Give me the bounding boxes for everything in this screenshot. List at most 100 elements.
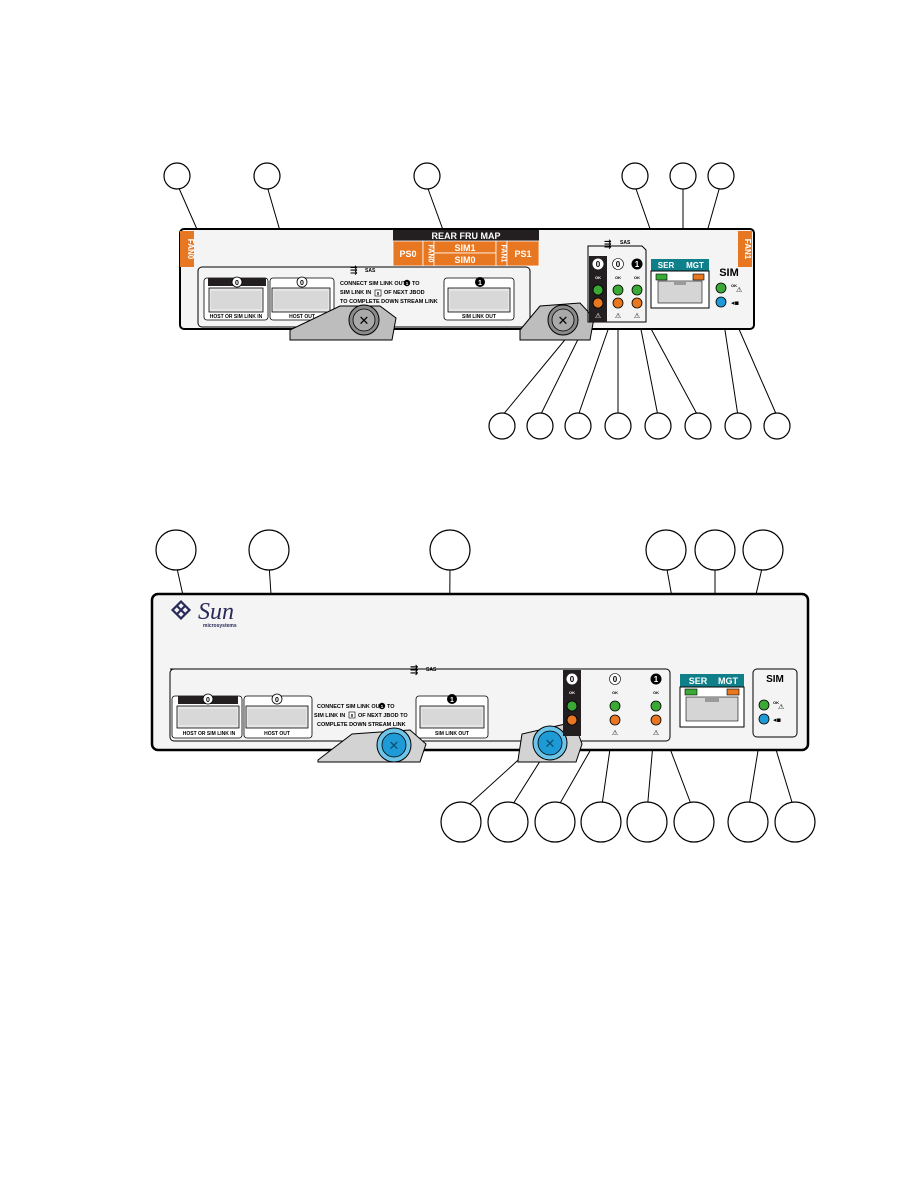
callout-top-6 — [707, 162, 735, 190]
svg-text:0: 0 — [351, 713, 354, 718]
bottom-led-col0-num: 0 — [570, 675, 575, 684]
top-led-col1-green — [612, 284, 624, 296]
top-port-host-out-num: 0 — [300, 280, 304, 287]
fru-sim0: SIM0 — [454, 255, 475, 265]
bottom-led-col1-num: 0 — [613, 675, 618, 684]
bottom-ser-mgt-port[interactable]: SER MGT — [679, 674, 745, 728]
top-led-col1-num: 0 — [616, 260, 621, 269]
bottom-left-lever[interactable]: ✕ — [317, 727, 427, 763]
callout-top-7 — [488, 412, 516, 440]
fru-ps1: PS1 — [514, 249, 531, 259]
thumbscrew-icon: ✕ — [558, 314, 569, 329]
bottom-port-host-in-label: HOST OR SIM LINK IN — [183, 731, 236, 737]
bottom-led-col0-num-bg — [566, 673, 578, 685]
top-port-host-in-num: 0 — [235, 280, 239, 287]
top-ser-led-green — [655, 273, 668, 281]
bottom-port-host-out[interactable]: 0 HOST OUT — [243, 693, 313, 739]
bottom-port-host-out-label: HOST OUT — [264, 731, 290, 737]
callout-bottom-14 — [774, 801, 816, 843]
top-led-col0-warning-icon: ⚠ — [595, 312, 602, 320]
top-connect-line1b: TO — [412, 281, 420, 287]
fru-sim1: SIM1 — [454, 243, 475, 253]
callout-bottom-4 — [645, 529, 687, 571]
fan0-tab — [180, 231, 194, 267]
bottom-led-col1-green — [609, 700, 621, 712]
top-connect-icon-1 — [403, 279, 411, 287]
callout-bottom-1 — [155, 529, 197, 571]
callout-bottom-5 — [694, 529, 736, 571]
thumbscrew-icon: ✕ — [545, 737, 556, 752]
top-port-sim-out[interactable]: 1 SIM LINK OUT — [443, 277, 515, 321]
top-port-host-out-label: HOST OUT — [289, 314, 315, 320]
bottom-port-host-out-num: 0 — [275, 697, 279, 704]
bottom-port-host-in-num: 0 — [206, 697, 210, 704]
bottom-sim-locate-icon: ◂▪ — [773, 716, 782, 724]
top-panel: FAN0 FAN1 REAR FRU MAP PS0 FAN0 SIM1 SIM… — [163, 162, 791, 440]
top-led-col2-green — [631, 284, 643, 296]
bottom-port-sim-out-label: SIM LINK OUT — [435, 731, 469, 737]
fan0-tab-label: FAN0 — [186, 239, 195, 260]
bottom-sim-ok: OK — [773, 700, 779, 705]
callout-bottom-6 — [742, 529, 784, 571]
bottom-sim-led-blue — [758, 713, 770, 725]
top-led-col2-warning-icon: ⚠ — [634, 312, 641, 320]
callout-top-5 — [669, 162, 697, 190]
callout-top-9 — [564, 412, 592, 440]
bottom-port-sim-out-num: 1 — [450, 697, 454, 704]
callout-bottom-13 — [727, 801, 769, 843]
bottom-connect-line3: COMPLETE DOWN STREAM LINK — [317, 722, 406, 728]
top-led-col0-num: 0 — [596, 260, 601, 269]
bottom-sim-label: SIM — [766, 674, 784, 685]
top-ser-mgt-port[interactable]: SER MGT — [650, 259, 710, 309]
rear-fru-map: REAR FRU MAP PS0 FAN0 SIM1 SIM0 FAN1 PS1 — [392, 230, 540, 267]
callout-bottom-10 — [580, 801, 622, 843]
callout-bottom-7 — [440, 801, 482, 843]
callout-bottom-9 — [534, 801, 576, 843]
top-connect-line3: TO COMPLETE DOWN STREAM LINK — [340, 299, 438, 305]
bottom-callout-circles — [155, 529, 816, 843]
top-led-col1-num-bg — [612, 258, 624, 270]
callout-bottom-3 — [429, 529, 471, 571]
bottom-port-host-in[interactable]: 0 HOST OR SIM LINK IN — [171, 693, 243, 739]
bottom-led-col1-num-bg — [609, 673, 621, 685]
top-port-host-in[interactable]: 0 HOST OR SIM LINK IN — [203, 276, 269, 321]
top-led-col1-ok: OK — [615, 275, 621, 280]
bottom-led-col2-warning-icon: ⚠ — [653, 729, 660, 737]
callout-top-3 — [413, 162, 441, 190]
fru-fan1: FAN1 — [500, 245, 507, 263]
top-mgt-led-orange — [692, 273, 705, 281]
top-connect-line1: CONNECT SIM LINK OUT — [340, 281, 407, 287]
svg-text:1: 1 — [381, 704, 384, 709]
top-led-col1-warning-icon: ⚠ — [615, 312, 622, 320]
top-led-col0-num-bg — [592, 258, 604, 270]
top-sim-label: SIM — [719, 267, 739, 279]
thumbscrew-icon: ✕ — [359, 314, 370, 329]
bottom-led-col2-ok: OK — [653, 690, 659, 695]
callout-top-11 — [644, 412, 672, 440]
fru-ps0: PS0 — [399, 249, 416, 259]
top-led-col0-green — [592, 284, 604, 296]
callout-top-4 — [621, 162, 649, 190]
bottom-led-col1-ok: OK — [612, 690, 618, 695]
callout-top-14 — [763, 412, 791, 440]
top-connect-line2b: OF NEXT JBOD — [384, 290, 425, 296]
bottom-sim-box — [752, 668, 798, 738]
top-led-sas-icon: ⇶ — [604, 239, 612, 250]
bottom-sas-text: SAS — [426, 667, 437, 673]
bottom-chassis — [150, 592, 810, 752]
bottom-led-col2-num-bg — [650, 673, 662, 685]
callout-bottom-11 — [626, 801, 668, 843]
bottom-led-col1-warning-icon: ⚠ — [612, 729, 619, 737]
top-port-host-out[interactable]: 0 HOST OUT — [269, 276, 335, 321]
bottom-port-sim-out[interactable]: 1 SIM LINK OUT — [415, 694, 489, 739]
bottom-led-col2-green — [650, 700, 662, 712]
bottom-led-col2-num: 1 — [654, 675, 659, 684]
bottom-mgt-label: MGT — [718, 676, 738, 686]
top-left-lever[interactable]: ✕ — [289, 304, 397, 341]
bottom-connect-line1: CONNECT SIM LINK OUT — [317, 704, 384, 710]
callout-bottom-8 — [487, 801, 529, 843]
top-led-col0-ok: OK — [595, 275, 601, 280]
bottom-panel: Sun microsystems ⇶ SAS 0 HOST OR SIM LIN… — [150, 529, 816, 843]
top-sas-text: SAS — [365, 268, 376, 274]
fan1-tab-label: FAN1 — [743, 239, 752, 260]
